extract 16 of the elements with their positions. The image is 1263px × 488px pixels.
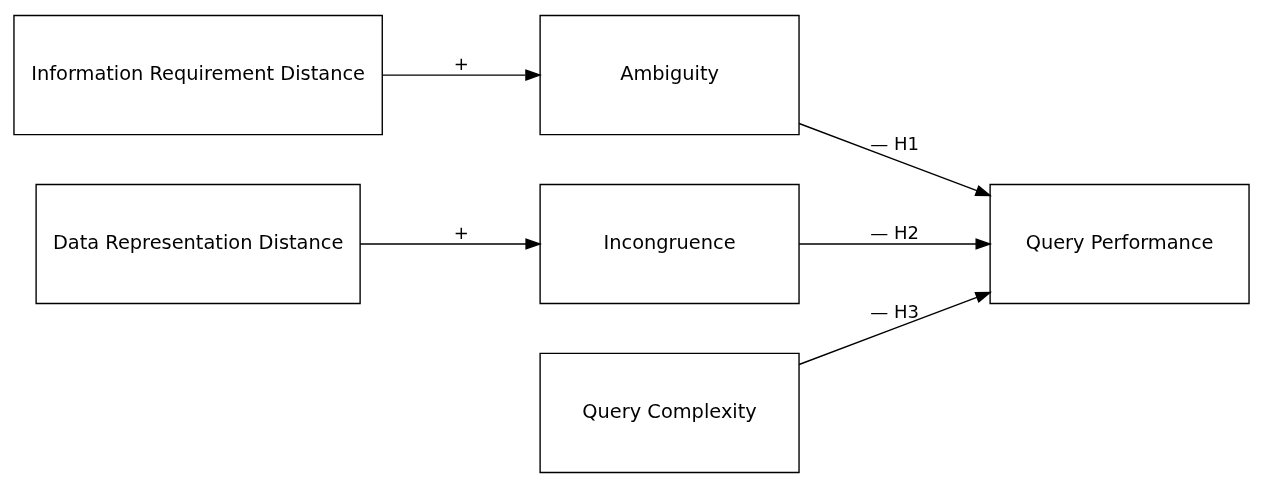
node-box: Data Representation Distance bbox=[35, 183, 361, 305]
node-box: Incongruence bbox=[539, 183, 800, 305]
edge-label: — H1 bbox=[870, 133, 919, 155]
node-box: Query Performance bbox=[989, 183, 1250, 305]
edge-label: + bbox=[453, 222, 469, 244]
arrow bbox=[798, 238, 993, 250]
node-box: Ambiguity bbox=[539, 14, 800, 136]
arrow bbox=[359, 238, 542, 250]
edge-label: — H3 bbox=[870, 300, 919, 322]
arrow bbox=[798, 291, 992, 366]
edge-label: + bbox=[453, 53, 469, 75]
arrow bbox=[798, 122, 992, 197]
node-box: Query Complexity bbox=[539, 352, 800, 474]
arrow bbox=[382, 69, 542, 81]
node-box: Information Requirement Distance bbox=[13, 14, 383, 136]
edge-label: — H2 bbox=[870, 222, 919, 244]
